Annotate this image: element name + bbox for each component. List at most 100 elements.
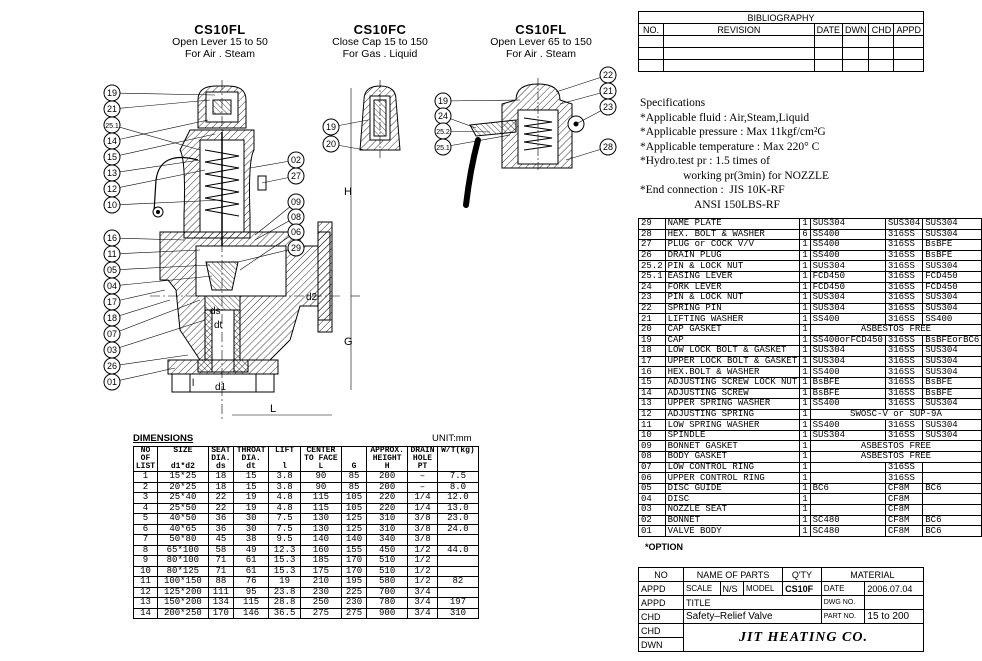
dims-cell: 25*40 (156, 492, 209, 504)
parts-cell: 1 (799, 525, 811, 537)
dims-cell: 780 (366, 597, 409, 609)
parts-cell: 316SS (884, 419, 924, 431)
dims-cell: 80*100 (156, 555, 209, 567)
parts-cell: 316SS (884, 345, 924, 357)
parts-cell: SC480 (809, 525, 886, 537)
balloon-label: 17 (107, 297, 117, 307)
dims-cell: 6 (133, 523, 158, 535)
balloon-label: 03 (107, 345, 117, 355)
dims-cell: 1 (133, 471, 158, 483)
parts-cell: SS400 (809, 228, 886, 241)
dims-cell: 3 (133, 492, 158, 504)
dims-cell: 900 (366, 607, 409, 619)
parts-cell: VALVE BODY (664, 525, 801, 537)
parts-cell: 26 (638, 249, 666, 262)
dims-cell: 23.8 (268, 586, 301, 598)
parts-cell: 16 (638, 366, 666, 378)
spec-line: *Applicable fluid : Air,Steam,Liquid (640, 111, 810, 124)
dims-cell: 25*50 (156, 502, 209, 514)
parts-cell: 11 (638, 419, 666, 431)
dims-cell: 140 (340, 534, 368, 546)
dims-cell: 275 (299, 607, 342, 619)
parts-cell: 22 (638, 302, 666, 315)
balloon-label: 16 (107, 233, 117, 243)
part-balloon: 25.1 (434, 134, 511, 156)
dims-cell: 12 (133, 586, 158, 598)
balloon-label: 13 (107, 168, 117, 178)
scale-value: N/S (719, 581, 744, 596)
dims-header-line: G (351, 462, 357, 471)
dims-cell: – (407, 481, 438, 493)
dims-cell: 11 (133, 576, 158, 588)
parts-cell: LOW LOCK BOLT & GASKET (664, 345, 801, 357)
parts-cell: BsBFE (809, 376, 886, 389)
parts-cell: CAP (664, 334, 801, 347)
part-balloon: 19 (434, 92, 521, 110)
specifications: Specifications*Applicable fluid : Air,St… (640, 96, 829, 212)
dims-cell: 105 (340, 502, 368, 514)
parts-cell: BC6 (809, 482, 886, 495)
part-balloon: 10 (103, 196, 223, 214)
spec-line: *Applicable pressure : Max 11kgf/cm²G (640, 126, 826, 138)
balloon-label: 04 (107, 281, 117, 291)
balloon-label: 27 (291, 171, 301, 181)
parts-cell: 1 (799, 292, 811, 304)
parts-cell: 02 (638, 514, 666, 527)
dims-cell: 450 (366, 544, 409, 556)
dims-cell: 4 (133, 502, 158, 514)
model-code: CS10FL (194, 22, 246, 37)
dim-lift: l (192, 378, 194, 389)
option-label: *OPTION (645, 542, 684, 552)
dims-cell: 310 (366, 513, 409, 525)
dims-cell: 12.3 (268, 544, 301, 556)
dims-cell: 23.0 (436, 513, 480, 525)
dims-cell: 8.0 (436, 481, 480, 493)
parts-cell: 316SS (884, 461, 924, 474)
dims-cell: 175 (299, 565, 342, 577)
dims-header-line: dt (246, 462, 256, 471)
parts-cell (922, 461, 982, 474)
parts-cell: BsBFE (922, 249, 982, 262)
parts-cell: ASBESTOS FREE (809, 451, 982, 463)
view-subtitle: Open Lever 15 to 50 (172, 36, 268, 48)
parts-cell: ADJUSTING SCREW (664, 387, 801, 400)
parts-cell: FORK LEVER (664, 281, 801, 294)
parts-cell: 316SS (884, 472, 924, 484)
dims-cell: 3.8 (268, 481, 301, 493)
parts-cell: 316SS (884, 429, 924, 442)
balloon-label: 18 (107, 313, 117, 323)
dims-cell: 125 (340, 513, 368, 525)
parts-cell: SS400 (809, 419, 886, 431)
dims-cell: 210 (299, 576, 342, 588)
parts-cell: FCD450 (922, 270, 982, 283)
title-block: NO NAME OF PARTS Q'TY MATERIAL APPD SCAL… (638, 567, 925, 652)
dims-cell: 71 (207, 555, 234, 567)
part-balloon: 21 (559, 82, 617, 105)
parts-cell: 316SS (884, 398, 924, 410)
cap-view (359, 80, 401, 160)
model-value: CS10F (782, 581, 822, 596)
parts-cell: 1 (799, 408, 811, 421)
dims-cell: 38 (232, 534, 270, 546)
parts-cell: 25.1 (638, 270, 666, 283)
part-balloon: 09 (254, 193, 305, 236)
dims-cell: 170 (207, 607, 234, 619)
dims-cell: 140 (299, 534, 342, 546)
view-subtitle: For Air . Steam (184, 48, 256, 60)
dims-cell: 1/4 (407, 502, 438, 514)
parts-cell: 25.2 (638, 260, 666, 272)
parts-cell: NOZZLE SEAT (664, 504, 801, 516)
dims-header-line: PT (417, 462, 428, 471)
dims-cell: 14 (133, 607, 158, 619)
parts-cell: 6 (799, 228, 811, 241)
